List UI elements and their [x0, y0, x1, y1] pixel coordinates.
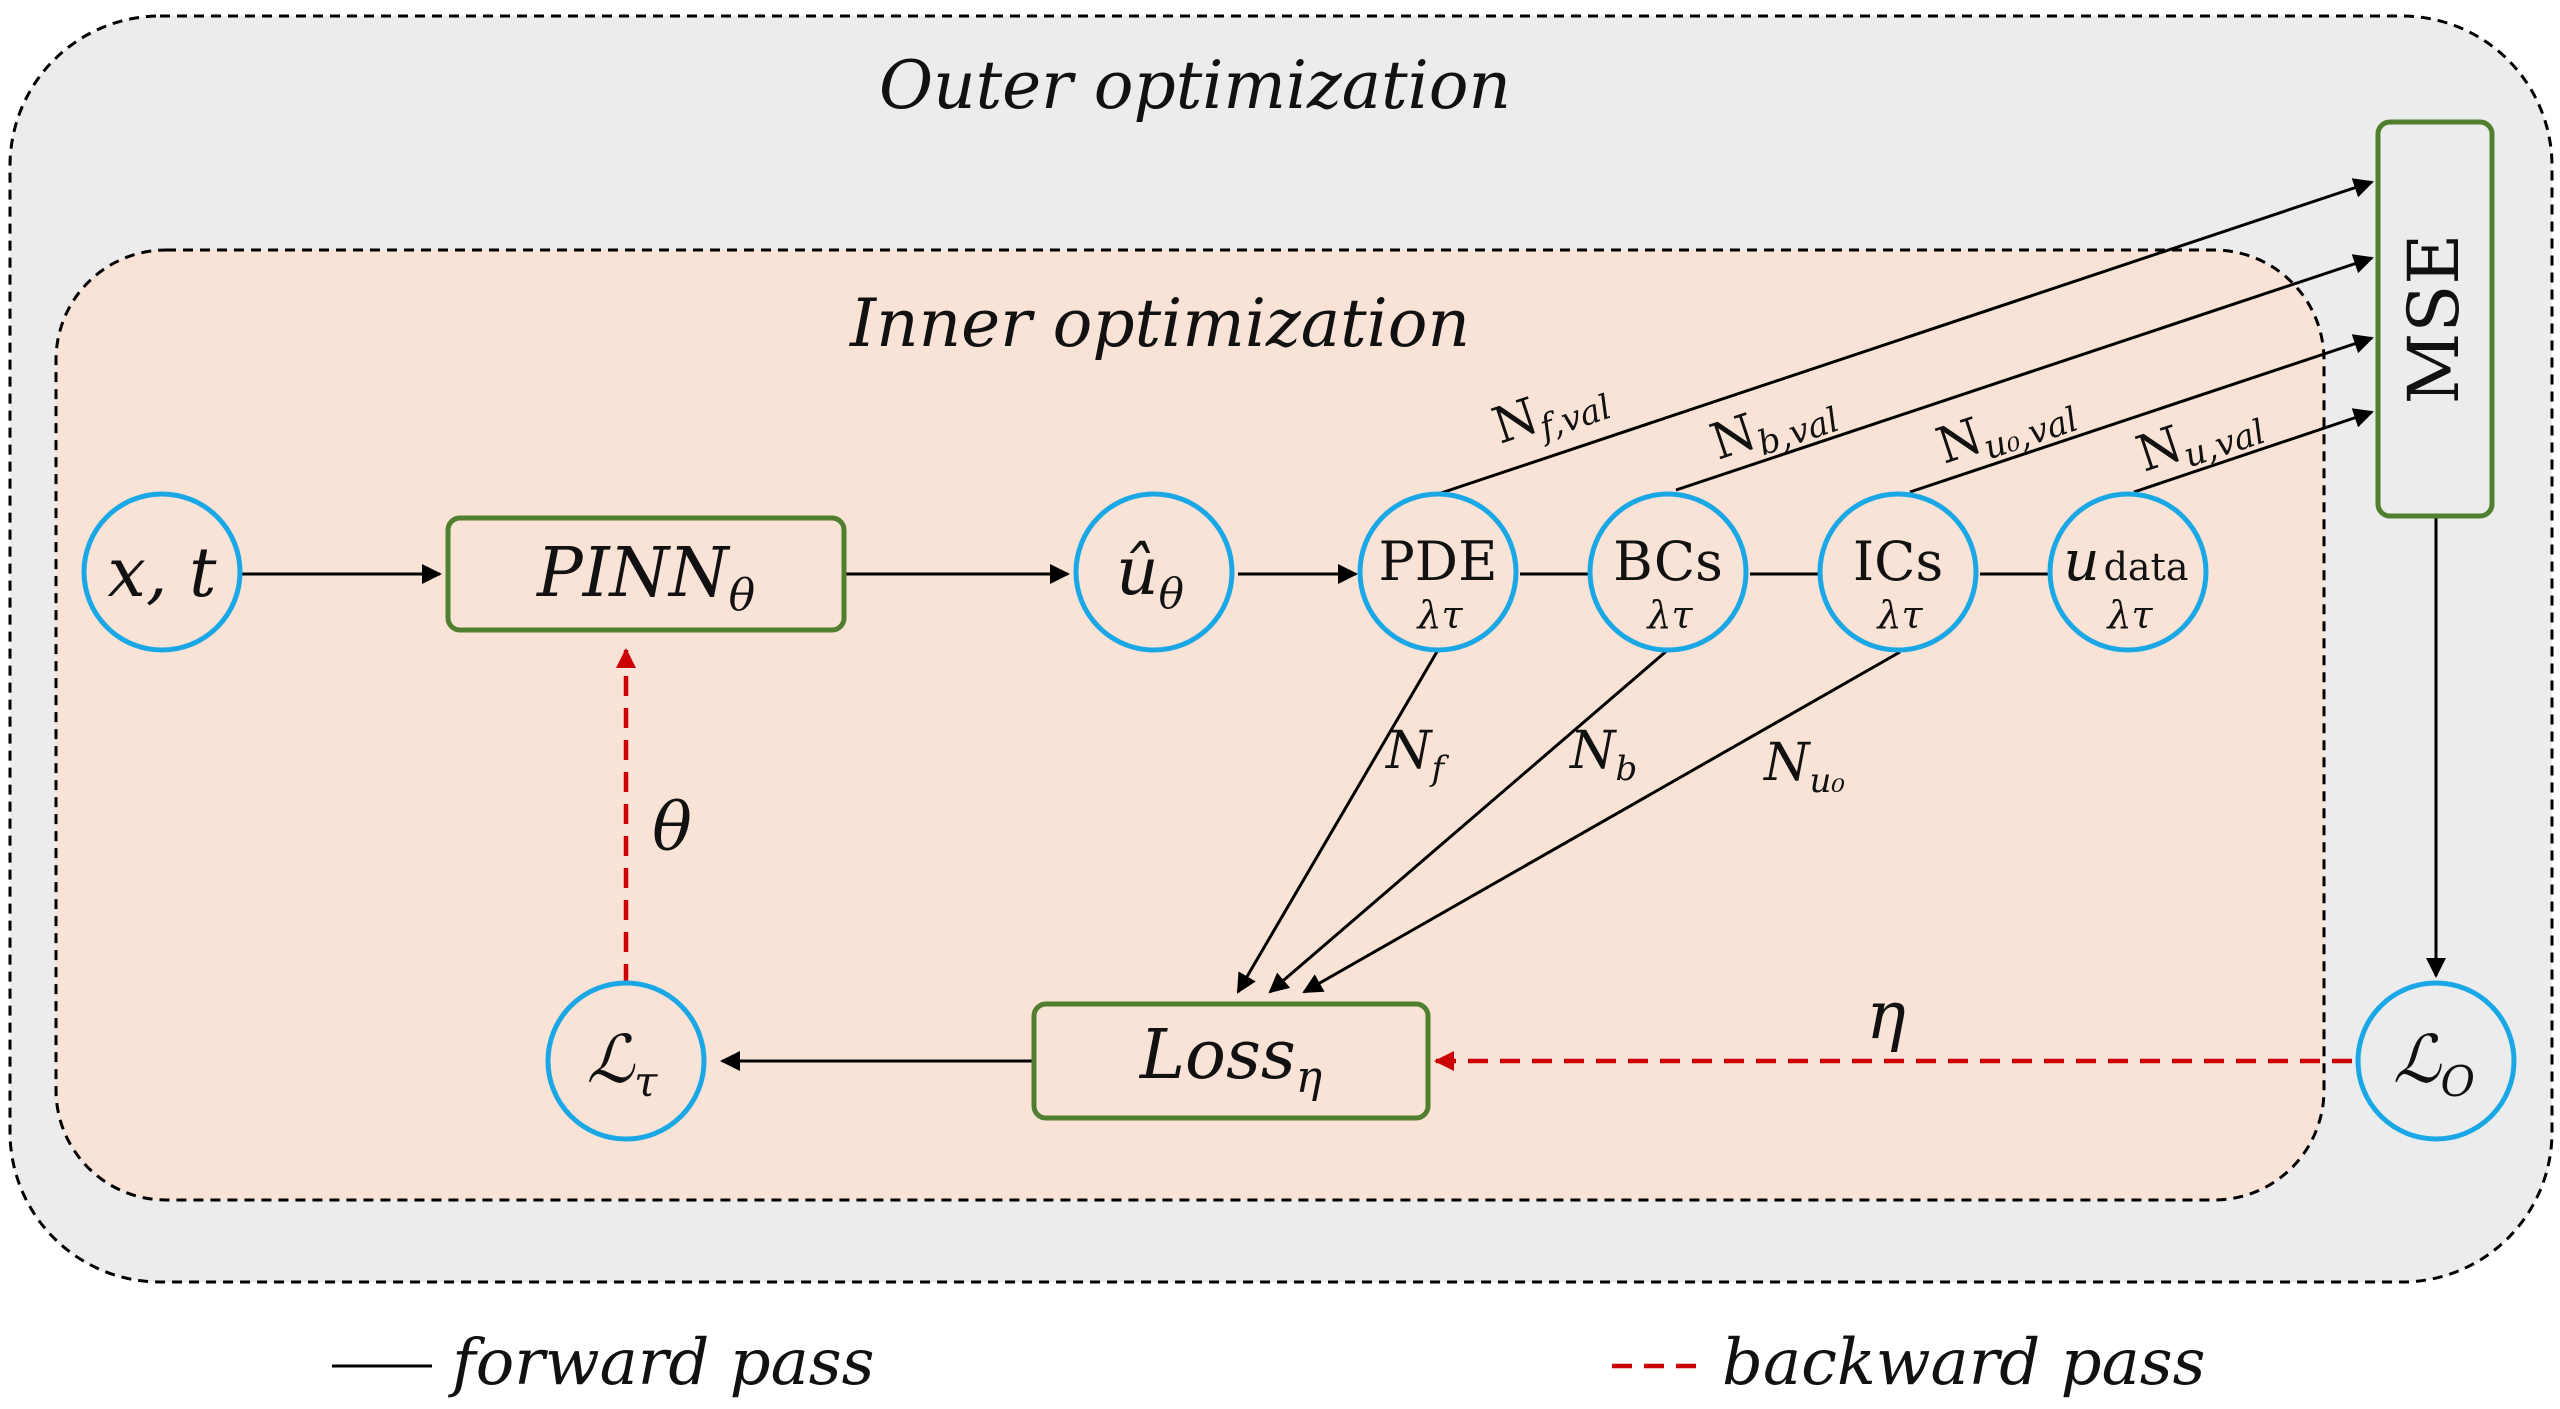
legend-backward-label: backward pass: [1722, 1326, 2205, 1400]
l-o-node: [2355, 980, 2517, 1142]
edge-ics-to-mse: [1909, 334, 2374, 494]
legend-forward-label: forward pass: [448, 1326, 874, 1400]
l-tau-main: ℒ: [587, 1021, 636, 1098]
ics-label: ICs: [1853, 530, 1943, 593]
l-tau-subscript: τ: [634, 1057, 658, 1106]
l-tau-label: ℒτ: [587, 1021, 659, 1106]
outer-optimization-label: Outer optimization: [879, 47, 1511, 124]
mse-box: [2375, 119, 2495, 519]
edge-pde-to-loss: [1236, 649, 1440, 994]
theta-label: θ: [652, 789, 692, 866]
l-o-label: ℒO: [2393, 1021, 2475, 1106]
u-hat-label: ûθ: [1116, 533, 1184, 618]
n-u0-label: Nu₀: [1762, 733, 1845, 801]
pinn-box: [445, 515, 847, 633]
edge-ics-to-loss: [1302, 650, 1901, 994]
inner-optimization-label: Inner optimization: [849, 285, 1470, 362]
u-hat-main: û: [1116, 533, 1159, 610]
n-f-main: N: [1384, 721, 1433, 781]
u-data-weight: λτ: [2105, 593, 2153, 637]
forward-edges: [242, 178, 2446, 1071]
edge-pde-to-mse: [1437, 178, 2374, 496]
u-data-main: u: [2064, 529, 2100, 594]
l-o-subscript: O: [2441, 1057, 2475, 1106]
eta-label: η: [1866, 977, 1906, 1054]
ics-node: [1817, 491, 1979, 653]
n-b-subscript: b: [1616, 749, 1638, 789]
u-data-node: [2047, 491, 2209, 653]
edge-bcs-to-mse: [1675, 254, 2374, 492]
bcs-label: BCs: [1613, 530, 1723, 593]
u-data-subscript: data: [2104, 545, 2189, 589]
u-hat-subscript: θ: [1159, 569, 1184, 618]
pde-label: PDE: [1378, 530, 1497, 593]
loss-box: [1031, 1001, 1431, 1121]
pde-weight: λτ: [1415, 593, 1463, 637]
mse-label: MSE: [2393, 234, 2475, 405]
pinn-box-label: PINNθ: [535, 534, 755, 621]
loss-subscript: η: [1296, 1052, 1322, 1103]
l-o-main: ℒ: [2393, 1021, 2442, 1098]
pinn-subscript: θ: [729, 570, 756, 621]
pde-node: [1357, 491, 1519, 653]
n-u0-main: N: [1762, 733, 1811, 793]
loss-main: Loss: [1138, 1016, 1296, 1095]
backward-edges: [616, 648, 2352, 1071]
edge-bcs-to-loss: [1268, 646, 1671, 994]
l-tau-node: [545, 980, 707, 1142]
n-b-main: N: [1568, 721, 1617, 781]
pinn-main: PINN: [535, 534, 731, 613]
n-u0-subscript: u₀: [1810, 761, 1846, 801]
input-node-label: x, t: [108, 534, 218, 613]
loss-box-label: Lossη: [1138, 1016, 1322, 1103]
n-b-label: Nb: [1568, 721, 1637, 789]
legend: forward pass backward pass: [332, 1326, 2205, 1400]
bcs-weight: λτ: [1645, 593, 1693, 637]
input-node: [81, 491, 243, 653]
bcs-node: [1587, 491, 1749, 653]
ics-weight: λτ: [1875, 593, 1923, 637]
u-hat-node: [1073, 491, 1235, 653]
edge-udata-to-mse: [2133, 408, 2374, 494]
inner-optimization-region: [54, 248, 2326, 1202]
